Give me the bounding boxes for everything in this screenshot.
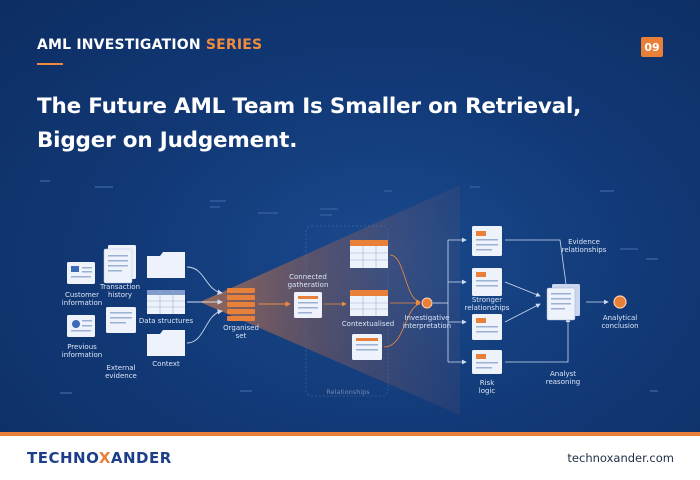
- panel-arrows: [324, 254, 421, 348]
- bottom-document-icon: [352, 334, 382, 360]
- source-arrows: [186, 266, 223, 344]
- customer-information-icon: [67, 262, 95, 284]
- context-icon: [147, 330, 185, 356]
- organised-set-icon: [227, 288, 255, 321]
- analysis-doc-2-icon: [472, 268, 502, 296]
- series-title-prefix: AML INVESTIGATION: [37, 37, 201, 53]
- headline-line-2: Bigger on Judgement.: [37, 128, 298, 153]
- headline-line-1: The Future AML Team Is Smaller on Retrie…: [37, 94, 582, 119]
- series-underline: [37, 63, 63, 65]
- technoxander-logo: TECHNOXANDER: [27, 449, 172, 467]
- analytical-conclusion-node: [613, 295, 627, 309]
- branch-arrows: [433, 237, 467, 365]
- series-title-accent: SERIES: [205, 37, 263, 53]
- background-decoration: [40, 180, 658, 394]
- previous-information-icon: [67, 315, 95, 337]
- interpretation-node: [421, 297, 433, 309]
- footer-accent-bar: [0, 432, 700, 436]
- logo-part-1: TECHNO: [27, 449, 99, 467]
- conclusion-document-stack-icon: [546, 284, 580, 321]
- series-title: AML INVESTIGATION SERIES: [37, 37, 262, 53]
- folder-icon: [147, 252, 185, 278]
- data-structures-label: Data structures: [139, 317, 194, 325]
- logo-part-2: ANDER: [110, 449, 172, 467]
- converge-arrows: [504, 239, 571, 363]
- page-number-badge: 09: [641, 37, 663, 57]
- headline: The Future AML Team Is Smaller on Retrie…: [37, 90, 657, 158]
- transaction-history-icon: [103, 245, 136, 284]
- website-link[interactable]: technoxander.com: [567, 451, 674, 465]
- contextualised-table-icon: [350, 290, 388, 316]
- focus-beam: [200, 185, 460, 415]
- analysis-doc-1-icon: [472, 226, 502, 256]
- logo-x: X: [98, 449, 111, 467]
- relationships-faint-label: Relationships: [326, 388, 370, 396]
- top-table-icon: [350, 240, 388, 268]
- analysis-doc-3-icon: [472, 314, 502, 340]
- footer: TECHNOXANDER technoxander.com: [0, 436, 700, 480]
- contextualised-label: Contextualised: [342, 320, 394, 328]
- gatheration-document-icon: [294, 292, 322, 318]
- data-structures-icon: [147, 290, 185, 314]
- context-label: Context: [152, 360, 180, 368]
- external-evidence-icon: [106, 307, 136, 333]
- slide: AML INVESTIGATION SERIES 09 The Future A…: [0, 0, 700, 432]
- analysis-doc-4-icon: [472, 350, 502, 374]
